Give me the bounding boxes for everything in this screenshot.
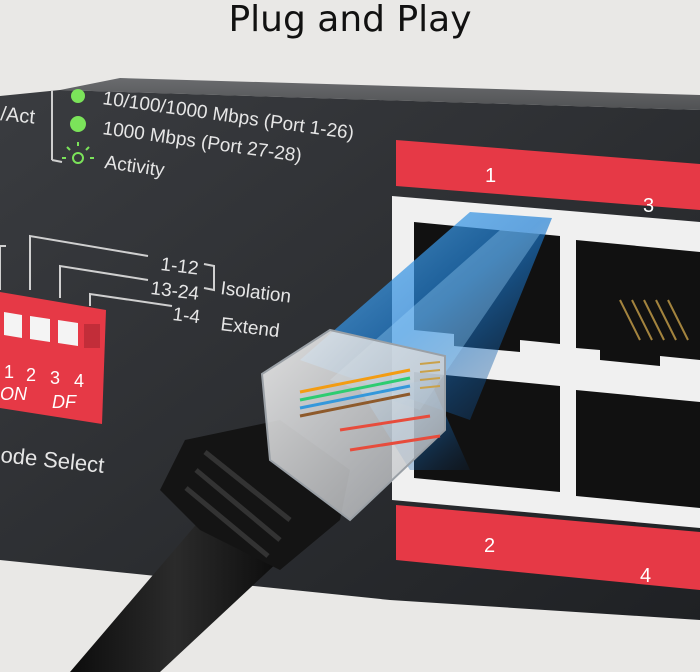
dip-switch-block xyxy=(0,292,106,424)
page-title: Plug and Play xyxy=(228,0,472,40)
dip-number-3: 3 xyxy=(50,368,60,388)
dip-df-label: DF xyxy=(52,392,77,412)
dip-number-2: 2 xyxy=(26,365,36,385)
port-number-2: 2 xyxy=(484,535,495,557)
dip-option-1-4: 1-4 xyxy=(171,304,201,328)
dip-on-label: ON xyxy=(0,384,28,404)
rj45-plug xyxy=(260,328,446,522)
rj45-port-3 xyxy=(576,240,700,366)
dip-switch-toggles xyxy=(4,312,100,348)
dip-option-1-12: 1-12 xyxy=(159,254,199,279)
dip-number-1: 1 xyxy=(4,362,14,382)
dip-switch-numbers: 1 2 3 4 xyxy=(4,362,84,391)
port-number-4: 4 xyxy=(640,565,651,587)
dip-number-4: 4 xyxy=(74,371,84,391)
act-label: /Act xyxy=(0,103,36,129)
plug-wires xyxy=(299,368,441,452)
led-green-icon xyxy=(71,89,85,103)
switch-top-edge xyxy=(60,78,700,110)
port-number-3: 3 xyxy=(643,195,654,217)
activity-blink-icon xyxy=(62,142,94,164)
port-number-1: 1 xyxy=(485,165,496,187)
port-stripe-bottom xyxy=(396,505,700,590)
led-green-icon xyxy=(70,116,86,132)
ethernet-cable xyxy=(70,520,280,672)
port-stripe-top xyxy=(396,140,700,210)
rj45-port-4 xyxy=(576,390,700,508)
